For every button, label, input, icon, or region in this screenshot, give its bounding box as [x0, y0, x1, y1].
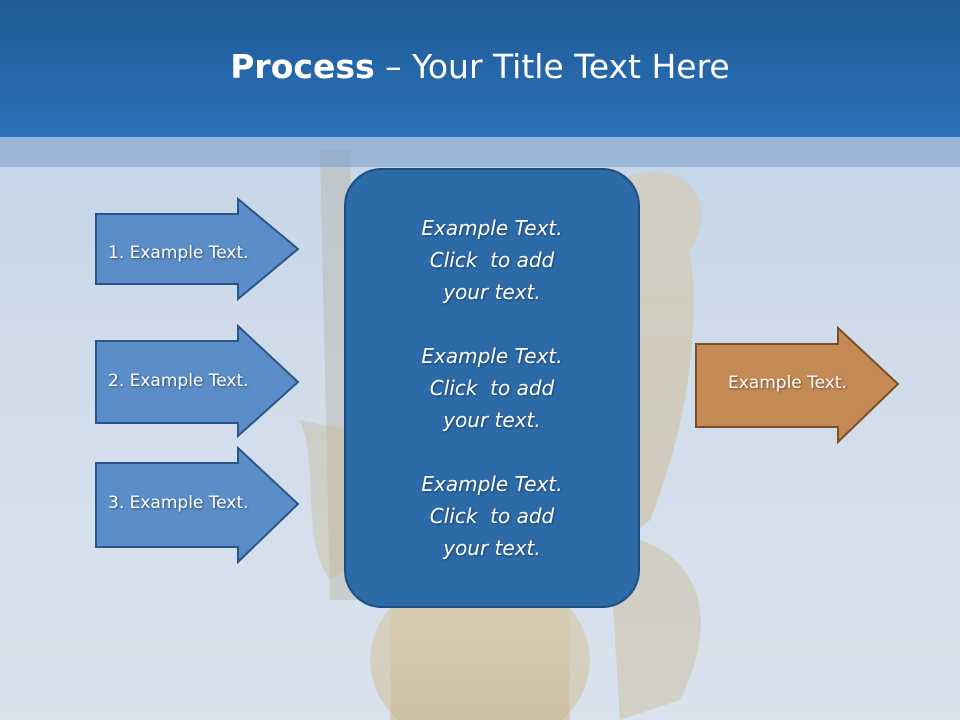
title-bold: Process: [230, 47, 375, 86]
center-line: your text.: [443, 280, 541, 304]
left-arrow-2[interactable]: 2. Example Text.: [94, 324, 300, 438]
title-separator: –: [374, 47, 413, 86]
center-process-box[interactable]: Example Text. Click to add your text. Ex…: [344, 168, 640, 608]
left-arrow-3[interactable]: 3. Example Text.: [94, 446, 300, 564]
left-arrow-2-label: 2. Example Text.: [108, 371, 249, 391]
left-arrow-3-label: 3. Example Text.: [108, 493, 249, 513]
center-line: your text.: [443, 408, 541, 432]
arrow-shape-icon: [95, 324, 300, 438]
left-arrow-1[interactable]: 1. Example Text.: [94, 197, 300, 301]
center-text-block-3: Example Text. Click to add your text.: [421, 468, 562, 564]
title-rest: Your Title Text Here: [412, 47, 730, 86]
arrow-shape-icon: [95, 446, 300, 564]
arrow-shape-icon: [95, 197, 300, 301]
center-line: Example Text.: [421, 344, 563, 368]
arrow-shape-icon: [695, 326, 900, 444]
center-line: Click to add: [429, 376, 555, 400]
center-line: Click to add: [429, 248, 555, 272]
title-bar: Process – Your Title Text Here: [0, 0, 960, 137]
center-line: Click to add: [429, 504, 555, 528]
center-line: Example Text.: [421, 472, 563, 496]
slide-title[interactable]: Process – Your Title Text Here: [230, 47, 730, 86]
center-text-block-2: Example Text. Click to add your text.: [421, 340, 562, 436]
right-arrow[interactable]: Example Text.: [694, 326, 900, 444]
center-line: your text.: [443, 536, 541, 560]
title-underband: [0, 137, 960, 167]
center-text-block-1: Example Text. Click to add your text.: [421, 212, 562, 308]
right-arrow-label: Example Text.: [728, 373, 847, 393]
center-line: Example Text.: [421, 216, 563, 240]
left-arrow-1-label: 1. Example Text.: [108, 243, 249, 263]
